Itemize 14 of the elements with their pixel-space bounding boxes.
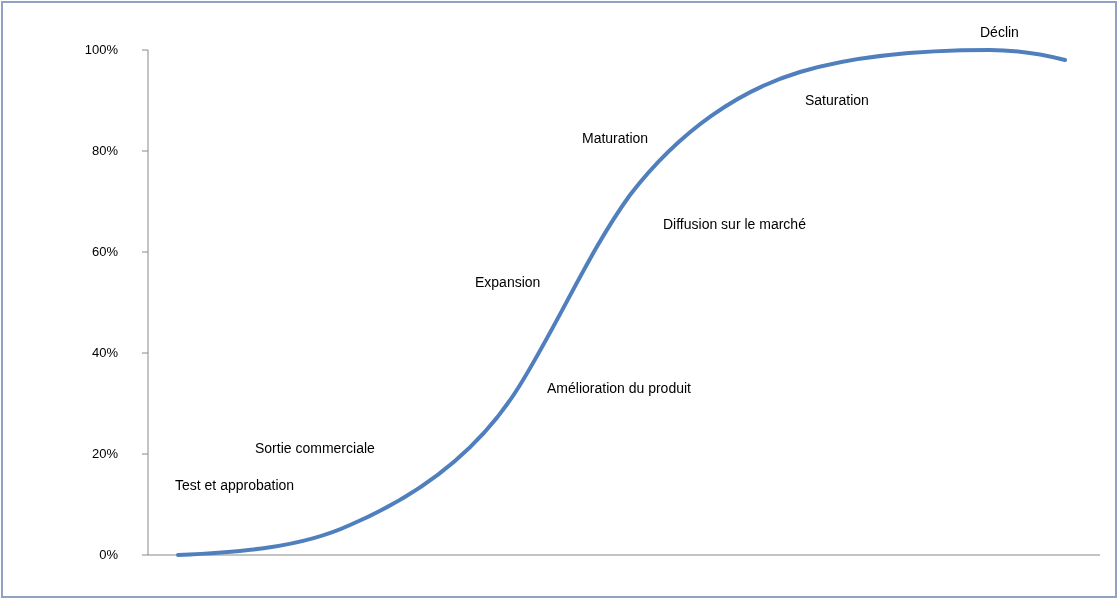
phase-label: Maturation [582,130,649,146]
phase-label: Sortie commerciale [255,440,375,456]
axis-tick-label: 20% [90,446,118,462]
phase-label: Amélioration du produit [547,380,691,396]
axis-tick-label: 0% [98,547,118,563]
axis-tick-label: 60% [90,244,118,260]
phase-label: Diffusion sur le marché [663,216,806,232]
axis-tick-label: 100% [83,42,118,58]
phase-label: Saturation [805,92,869,108]
phase-label: Expansion [475,274,541,290]
phase-label: Déclin [980,24,1019,40]
axis-tick-label: 40% [90,345,118,361]
phase-label: Test et approbation [175,477,295,493]
axis-tick-label: 80% [90,143,118,159]
